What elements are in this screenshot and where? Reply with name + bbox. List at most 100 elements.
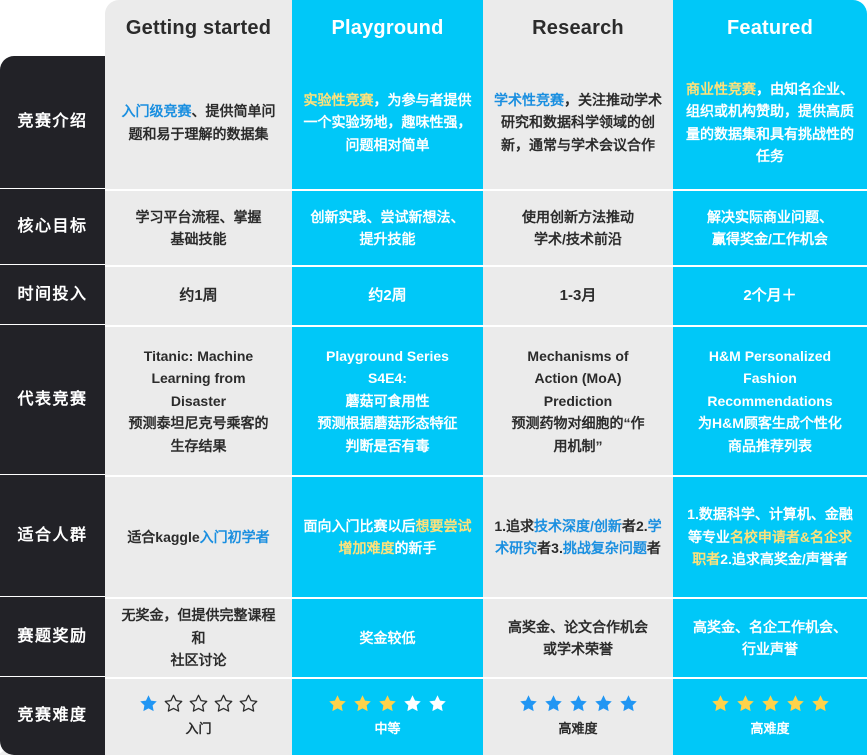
cell-line: 赢得奖金/工作机会 bbox=[712, 231, 828, 247]
row-label-text: 赛题奖励 bbox=[17, 627, 88, 645]
column-header-research[interactable]: Research bbox=[483, 0, 673, 56]
row-label-representative: 代表竞赛 bbox=[0, 325, 105, 475]
cell-line: 高奖金、论文合作机会 bbox=[508, 618, 648, 635]
cell-segment: 2. bbox=[635, 517, 648, 534]
cell-segment: 3. bbox=[551, 540, 563, 556]
cell-line: 奖金较低 bbox=[359, 629, 416, 646]
cell-text: 面向入门比赛以后想要尝试增加难度的新手 bbox=[302, 515, 473, 560]
cell-text: 高奖金、论文合作机会或学术荣誉 bbox=[508, 616, 648, 661]
row-label-difficulty: 竞赛难度 bbox=[0, 677, 105, 755]
star-filled-icon bbox=[711, 695, 729, 712]
cell-reward-getting-started: 无奖金，但提供完整课程和社区讨论 bbox=[105, 597, 292, 677]
row-label-text: 时间投入 bbox=[17, 285, 88, 303]
star-filled-icon bbox=[569, 695, 587, 712]
column-header-playground[interactable]: Playground bbox=[292, 0, 483, 56]
cell-core-goal-featured: 解决实际商业问题、赢得奖金/工作机会 bbox=[673, 189, 867, 265]
cell-highlight: 商业性竞赛 bbox=[686, 80, 756, 97]
cell-reward-research: 高奖金、论文合作机会或学术荣誉 bbox=[483, 597, 673, 677]
cell-line: 约2周 bbox=[368, 287, 407, 304]
cell-text: 商业性竞赛，由知名企业、组织或机构赞助，提供高质量的数据集和具有挑战性的任务 bbox=[683, 78, 857, 168]
cell-line: Learning from bbox=[151, 370, 246, 387]
cell-segment: 适合kaggle bbox=[127, 528, 200, 545]
star-empty-icon bbox=[189, 694, 208, 712]
cell-text: 入门级竞赛、提供简单问题和易于理解的数据集 bbox=[115, 100, 282, 145]
cell-line: 生存结果 bbox=[170, 437, 227, 454]
cell-line: Prediction bbox=[543, 392, 613, 409]
cell-line: 使用创新方法推动 bbox=[522, 208, 634, 225]
column-header-label: Featured bbox=[726, 17, 814, 39]
cell-line: Fashion bbox=[743, 370, 797, 387]
cell-segment: 者 bbox=[621, 517, 636, 534]
cell-text: 适合kaggle入门初学者 bbox=[127, 526, 269, 548]
cell-reward-featured: 高奖金、名企工作机会、行业声誉 bbox=[673, 597, 867, 677]
cell-line: Mechanisms of bbox=[527, 348, 629, 365]
difficulty-caption: 入门 bbox=[185, 721, 212, 737]
cell-line: 为H&M顾客生成个性化 bbox=[698, 415, 842, 432]
cell-time-getting-started: 约1周 bbox=[105, 265, 292, 325]
cell-segment: 者 bbox=[646, 540, 661, 556]
cell-text: 学术性竞赛，关注推动学术研究和数据科学领域的创新，通常与学术会议合作 bbox=[493, 89, 663, 156]
row-label-text: 竞赛难度 bbox=[17, 707, 88, 725]
star-rating bbox=[711, 694, 830, 713]
cell-core-goal-research: 使用创新方法推动学术/技术前沿 bbox=[483, 189, 673, 265]
cell-line: H&M Personalized bbox=[708, 348, 832, 365]
star-filled-icon bbox=[594, 695, 612, 712]
cell-segment: 1.追求 bbox=[494, 517, 535, 534]
star-filled-icon bbox=[619, 695, 637, 712]
star-filled-icon bbox=[736, 695, 754, 712]
cell-text: 使用创新方法推动学术/技术前沿 bbox=[522, 206, 634, 251]
cell-line: 创新实践、尝试新想法、 bbox=[310, 208, 465, 225]
row-label-core-goal: 核心目标 bbox=[0, 189, 105, 265]
star-empty-icon bbox=[429, 695, 446, 712]
star-rating bbox=[328, 694, 447, 713]
cell-highlight: 学术性竞赛 bbox=[494, 91, 564, 108]
cell-segment: 的新手 bbox=[394, 540, 437, 556]
row-label-reward: 赛题奖励 bbox=[0, 597, 105, 677]
cell-text: 创新实践、尝试新想法、提升技能 bbox=[311, 206, 465, 251]
column-header-label: Playground bbox=[331, 17, 444, 39]
column-header-getting-started[interactable]: Getting started bbox=[105, 0, 292, 56]
cell-line: 约1周 bbox=[179, 287, 218, 304]
cell-text: 2个月＋ bbox=[743, 284, 796, 308]
cell-audience-playground: 面向入门比赛以后想要尝试增加难度的新手 bbox=[292, 475, 483, 597]
cell-difficulty-getting-started: 入门 bbox=[105, 677, 292, 755]
cell-audience-featured: 1.数据科学、计算机、金融等专业名校申请者&名企求职者2.追求高奖金/声誉者 bbox=[673, 475, 867, 597]
cell-core-goal-playground: 创新实践、尝试新想法、提升技能 bbox=[292, 189, 483, 265]
star-empty-icon bbox=[239, 694, 258, 712]
star-filled-icon bbox=[519, 695, 537, 712]
cell-line: 1-3月 bbox=[559, 287, 597, 304]
cell-intro-featured: 商业性竞赛，由知名企业、组织或机构赞助，提供高质量的数据集和具有挑战性的任务 bbox=[673, 56, 867, 189]
cell-line: 商品推荐列表 bbox=[727, 437, 812, 454]
star-filled-icon bbox=[354, 695, 371, 712]
star-empty-icon bbox=[214, 694, 233, 712]
column-header-featured[interactable]: Featured bbox=[673, 0, 867, 56]
cell-audience-getting-started: 适合kaggle入门初学者 bbox=[105, 475, 292, 597]
cell-line: S4E4: bbox=[368, 370, 407, 387]
star-filled-icon bbox=[544, 695, 562, 712]
cell-time-research: 1-3月 bbox=[483, 265, 673, 325]
cell-core-goal-getting-started: 学习平台流程、掌握基础技能 bbox=[105, 189, 292, 265]
cell-text: 无奖金，但提供完整课程和社区讨论 bbox=[115, 604, 282, 671]
cell-highlight: 挑战复杂问题 bbox=[562, 540, 647, 556]
cell-segment: 者 bbox=[537, 540, 552, 556]
cell-highlight: 实验性竞赛 bbox=[303, 91, 374, 108]
cell-text: 奖金较低 bbox=[360, 627, 416, 649]
star-filled-icon bbox=[140, 695, 157, 712]
cell-line: 预测泰坦尼克号乘客的 bbox=[128, 415, 269, 432]
difficulty-rating: 高难度 bbox=[519, 694, 638, 740]
row-label-text: 适合人群 bbox=[17, 526, 88, 544]
cell-time-featured: 2个月＋ bbox=[673, 265, 867, 325]
cell-line: 学习平台流程、掌握 bbox=[135, 208, 262, 225]
difficulty-rating: 高难度 bbox=[711, 694, 830, 740]
cell-line: Action (MoA) bbox=[534, 370, 622, 387]
cell-line: 基础技能 bbox=[170, 231, 227, 247]
cell-text: 高奖金、名企工作机会、行业声誉 bbox=[693, 616, 847, 661]
cell-line: 学术/技术前沿 bbox=[534, 231, 622, 247]
cell-segment: 面向入门比赛以后 bbox=[303, 517, 416, 534]
